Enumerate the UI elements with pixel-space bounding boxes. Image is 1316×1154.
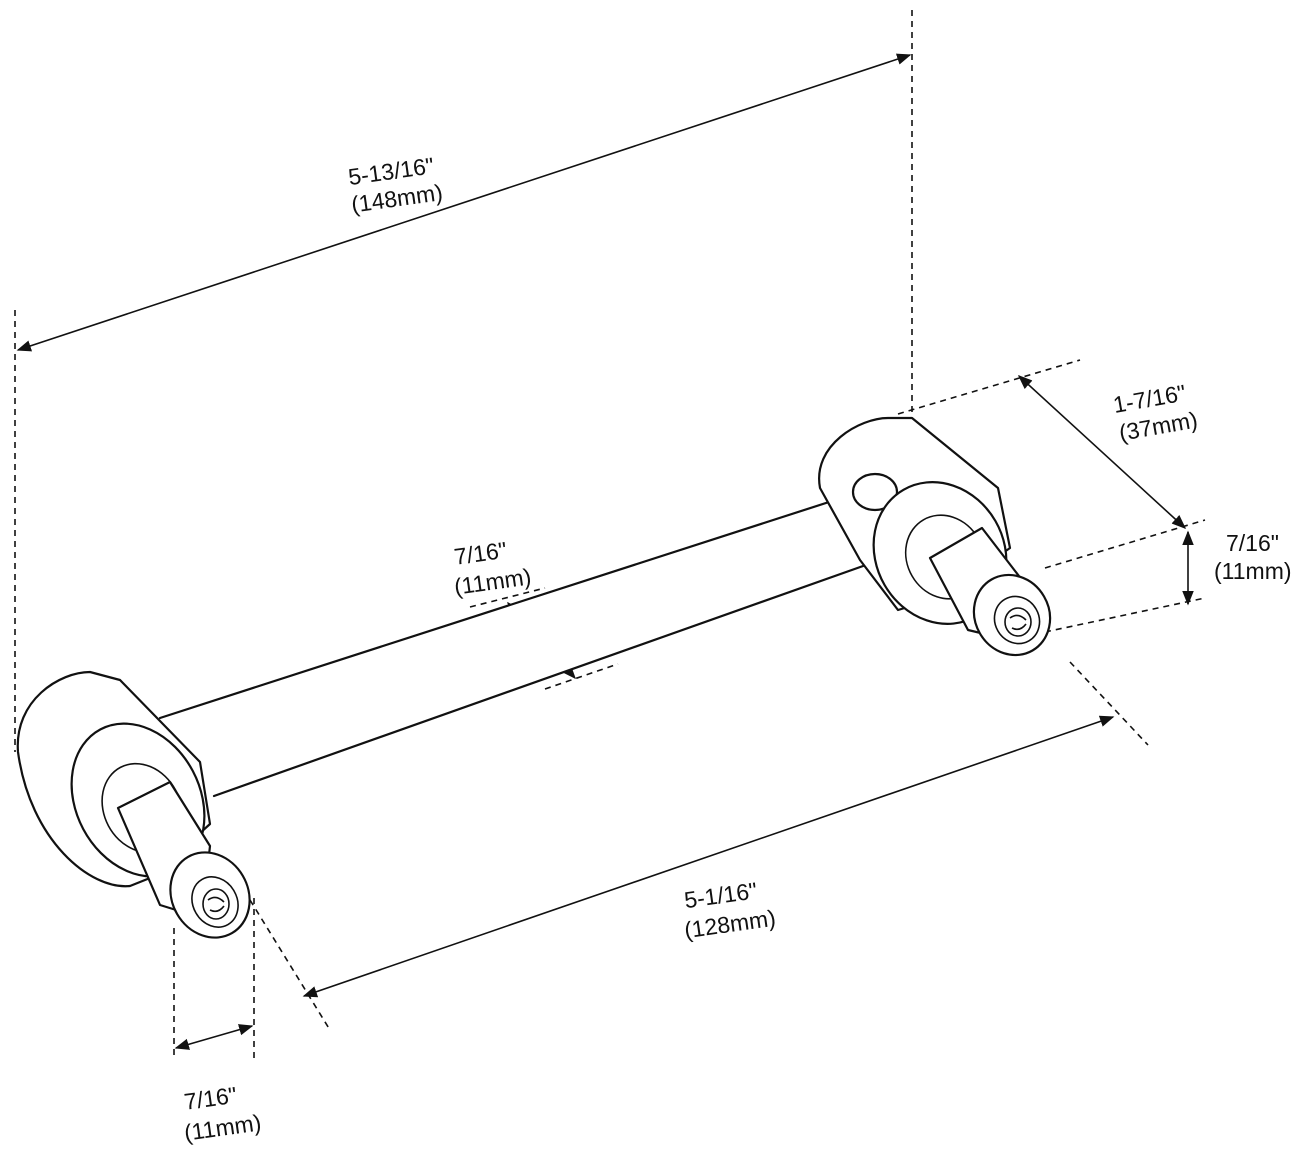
extension-lines <box>14 10 1206 1060</box>
right-post <box>928 526 1052 657</box>
bar-diameter-imperial-label: 7/16" <box>452 537 508 570</box>
hole-spacing-dimension-line <box>302 715 1115 998</box>
cabinet-pull-handle <box>16 416 1052 939</box>
dimension-lines <box>16 53 1194 1050</box>
projection-dimension-line <box>1017 375 1187 529</box>
overall-length-dimension-line <box>16 53 912 352</box>
post-diameter-left-dimension-line <box>174 1024 254 1050</box>
post-diameter-right-imperial-label: 7/16" <box>1226 530 1279 556</box>
bar-diameter-metric-label: (11mm) <box>452 563 532 600</box>
post-diameter-left-metric-label: (11mm) <box>182 1109 262 1146</box>
post-diameter-right-metric-label: (11mm) <box>1214 558 1292 584</box>
handle-bar <box>158 490 882 798</box>
dimension-labels: 5-13/16" (148mm) 7/16" (11mm) 1-7/16" (3… <box>182 152 1291 1146</box>
left-post <box>116 780 251 939</box>
post-diameter-left-imperial-label: 7/16" <box>182 1082 238 1115</box>
